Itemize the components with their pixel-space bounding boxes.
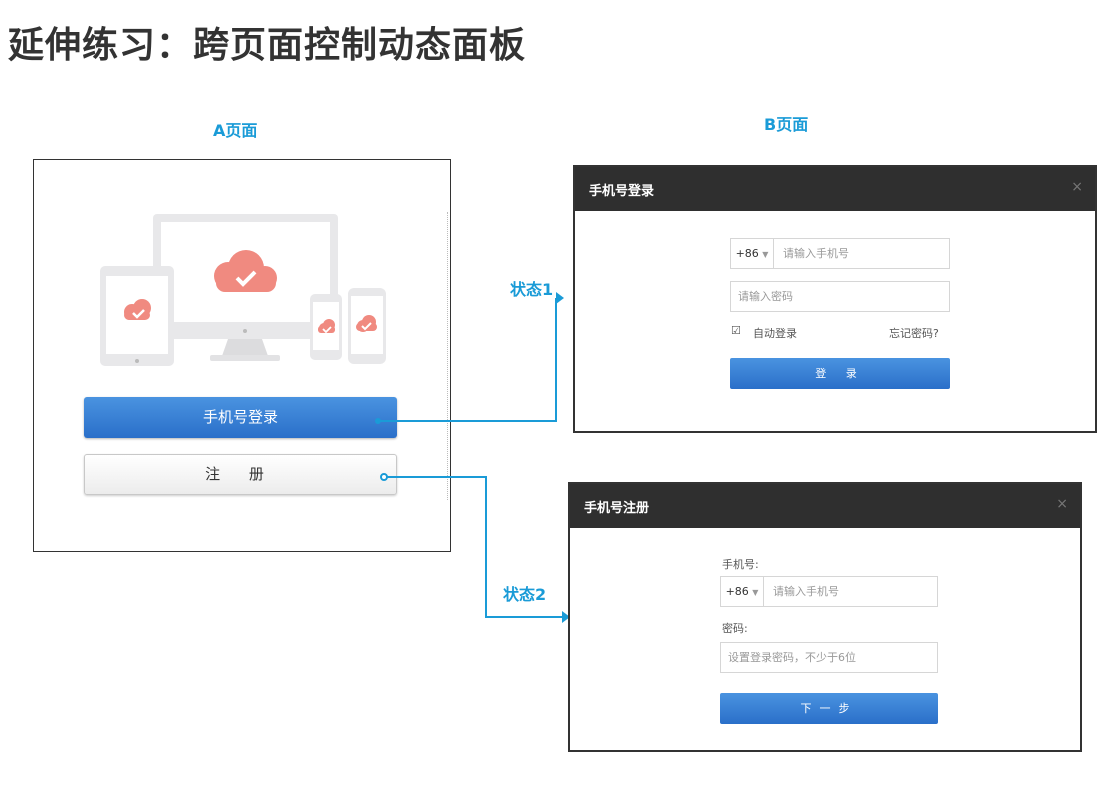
forgot-password-link[interactable]: 忘记密码? (889, 327, 939, 340)
login-dialog: 手机号登录 × +86 ▼ 请输入手机号 请输入密码 ☑ 自动登录 忘记密码? … (573, 165, 1097, 433)
divider (447, 212, 448, 500)
phone-placeholder: 请输入手机号 (773, 585, 839, 598)
country-code-select[interactable]: +86 ▼ (721, 577, 764, 606)
register-dialog: 手机号注册 × 手机号: +86 ▼ 请输入手机号 密码: 设置登录密码，不少于… (568, 482, 1082, 752)
phone-label: 手机号: (722, 558, 759, 571)
devices-illustration (100, 214, 386, 366)
close-icon[interactable]: × (1056, 496, 1068, 512)
page-a-frame: 手机号登录 注 册 (33, 159, 451, 552)
country-code-select[interactable]: +86 ▼ (731, 239, 774, 268)
register-phone-input[interactable]: +86 ▼ 请输入手机号 (720, 576, 938, 607)
state-2-label: 状态2 (503, 585, 547, 604)
phone-placeholder: 请输入手机号 (783, 247, 849, 260)
login-dialog-title: 手机号登录 (589, 184, 655, 199)
page-b-label: B页面 (764, 115, 809, 134)
login-dialog-titlebar: 手机号登录 × (575, 167, 1095, 211)
register-button[interactable]: 注 册 (84, 454, 397, 495)
checkbox-icon[interactable]: ☑ (731, 324, 741, 337)
password-placeholder: 设置登录密码，不少于6位 (728, 651, 856, 664)
login-submit-button[interactable]: 登 录 (730, 358, 950, 389)
register-dialog-title: 手机号注册 (584, 501, 650, 516)
chevron-down-icon: ▼ (752, 588, 759, 597)
register-dialog-titlebar: 手机号注册 × (570, 484, 1080, 528)
login-phone-input[interactable]: +86 ▼ 请输入手机号 (730, 238, 950, 269)
next-step-button[interactable]: 下一步 (720, 693, 938, 724)
password-label: 密码: (722, 622, 748, 635)
state-1-label: 状态1 (510, 280, 554, 299)
password-placeholder: 请输入密码 (738, 290, 793, 303)
page-title: 延伸练习：跨页面控制动态面板 (8, 25, 527, 66)
login-password-input[interactable]: 请输入密码 (730, 281, 950, 312)
page-a-label: A页面 (213, 121, 258, 140)
chevron-down-icon: ▼ (762, 250, 769, 259)
remember-label: 自动登录 (753, 327, 797, 340)
close-icon[interactable]: × (1071, 179, 1083, 195)
register-password-input[interactable]: 设置登录密码，不少于6位 (720, 642, 938, 673)
phone-login-button[interactable]: 手机号登录 (84, 397, 397, 438)
